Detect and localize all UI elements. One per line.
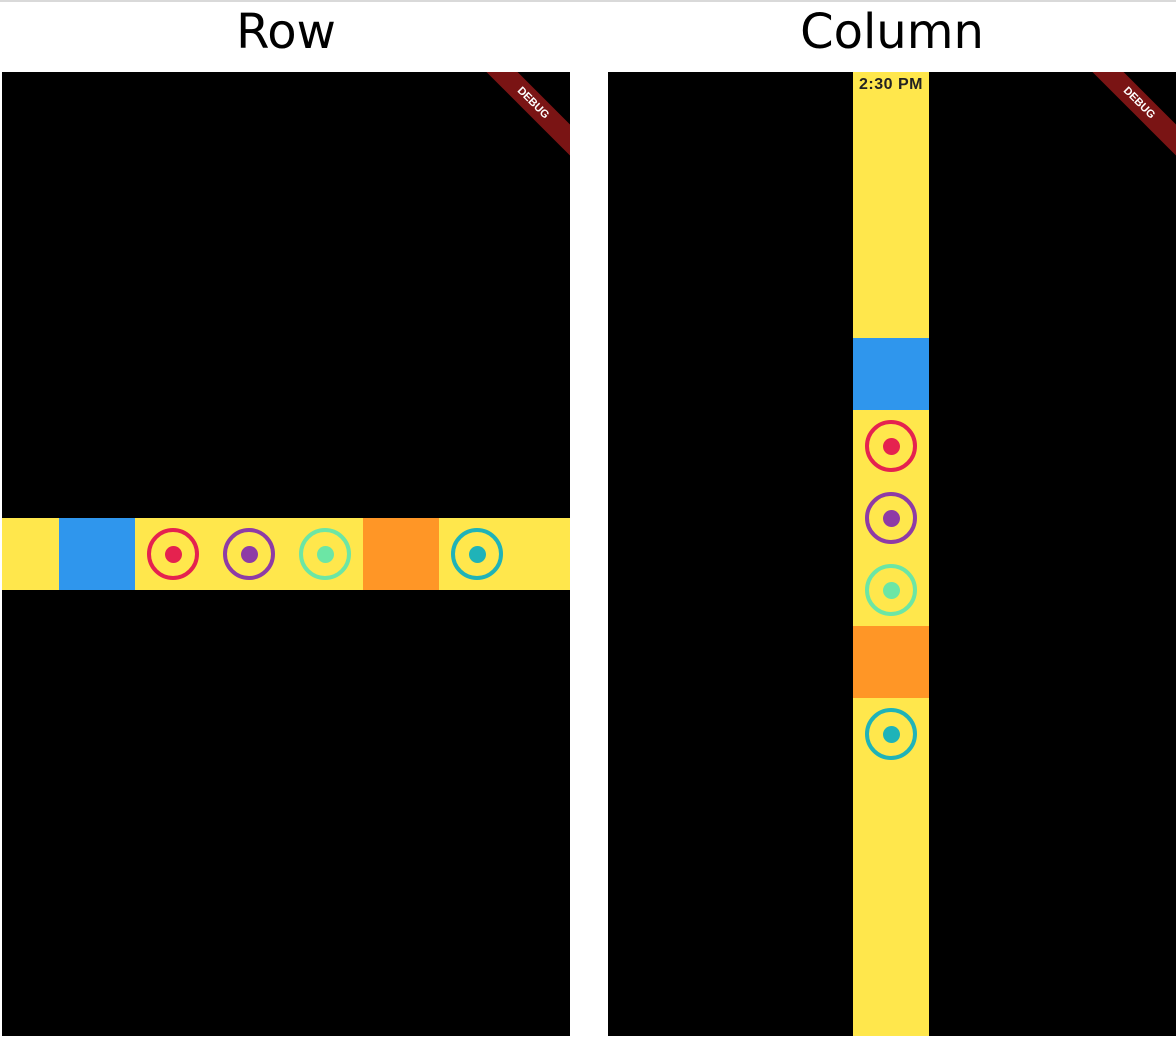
strip-spacer <box>853 770 929 1036</box>
center-dot <box>882 581 900 599</box>
purple-target-icon <box>223 528 275 580</box>
status-time: 2:30 PM <box>859 76 923 93</box>
center-dot <box>468 545 486 563</box>
circle-cell <box>853 698 929 770</box>
teal-target-icon <box>451 528 503 580</box>
teal-target-icon <box>865 708 917 760</box>
strip-spacer: 2:30 PM <box>853 72 929 338</box>
row-phone-screen: DEBUG <box>2 72 570 1036</box>
green-target-icon <box>299 528 351 580</box>
row-caption: Row <box>236 4 336 60</box>
circle-cell <box>287 518 363 590</box>
circle-cell <box>853 482 929 554</box>
blue-box <box>853 338 929 410</box>
column-caption: Column <box>800 4 984 60</box>
green-target-icon <box>865 564 917 616</box>
center-dot <box>882 725 900 743</box>
circle-cell <box>853 410 929 482</box>
strip-spacer <box>515 518 570 590</box>
orange-box <box>853 626 929 698</box>
center-dot <box>240 545 258 563</box>
orange-box <box>363 518 439 590</box>
row-strip <box>2 518 570 590</box>
debug-banner: DEBUG <box>1078 72 1176 164</box>
center-dot <box>882 437 900 455</box>
column-strip: 2:30 PM <box>853 72 929 1036</box>
center-dot <box>164 545 182 563</box>
circle-cell <box>135 518 211 590</box>
circle-cell <box>211 518 287 590</box>
circle-cell <box>439 518 515 590</box>
center-dot <box>316 545 334 563</box>
debug-banner: DEBUG <box>472 72 570 164</box>
column-phone-screen: 2:30 PM DEBUG <box>608 72 1176 1036</box>
purple-target-icon <box>865 492 917 544</box>
red-target-icon <box>147 528 199 580</box>
circle-cell <box>853 554 929 626</box>
strip-spacer <box>2 518 59 590</box>
center-dot <box>882 509 900 527</box>
red-target-icon <box>865 420 917 472</box>
top-divider <box>0 0 1176 2</box>
blue-box <box>59 518 135 590</box>
